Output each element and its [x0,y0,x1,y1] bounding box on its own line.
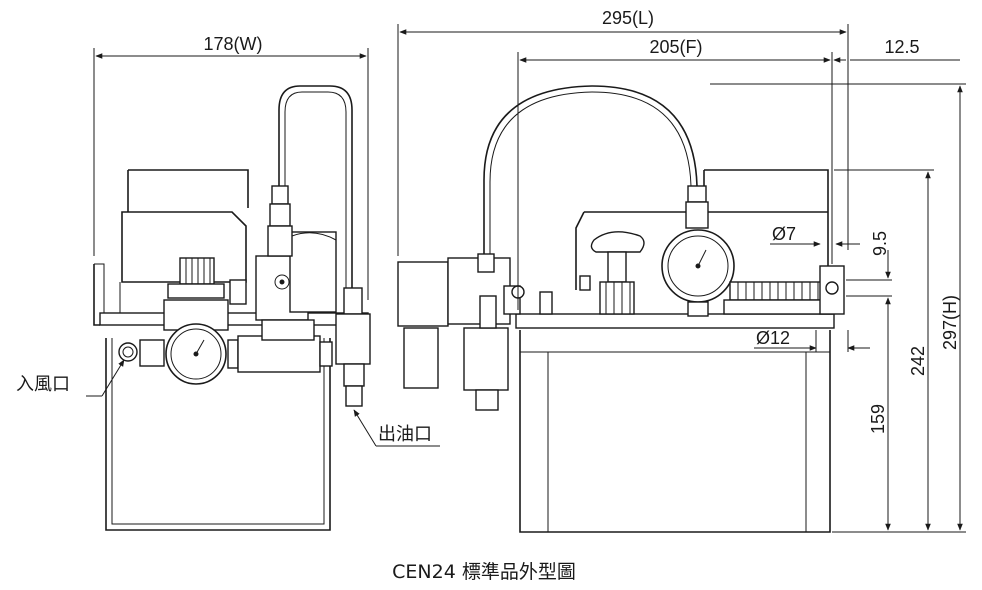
h242-label: 242 [908,346,928,376]
front-view [397,85,845,533]
gap-label: 9.5 [870,231,890,256]
side-view [93,85,371,531]
height-label: 297(H) [940,295,960,350]
front-label: 205(F) [649,37,702,57]
drawing-caption: CEN24 標準品外型圖 [392,561,576,583]
length-label: 295(L) [602,8,654,28]
air-inlet-leader [86,359,125,397]
oil-outlet-leader [353,409,440,447]
phi12-label: Ø12 [756,328,790,348]
phi7-label: Ø7 [772,224,796,244]
air-inlet-label: 入風口 [16,374,70,394]
front-dimensions [397,24,966,533]
width-dimension [93,48,369,300]
oil-outlet-label: 出油口 [378,424,432,444]
width-label: 178(W) [203,34,262,54]
offset-label: 12.5 [884,37,919,57]
h159-label: 159 [868,404,888,434]
